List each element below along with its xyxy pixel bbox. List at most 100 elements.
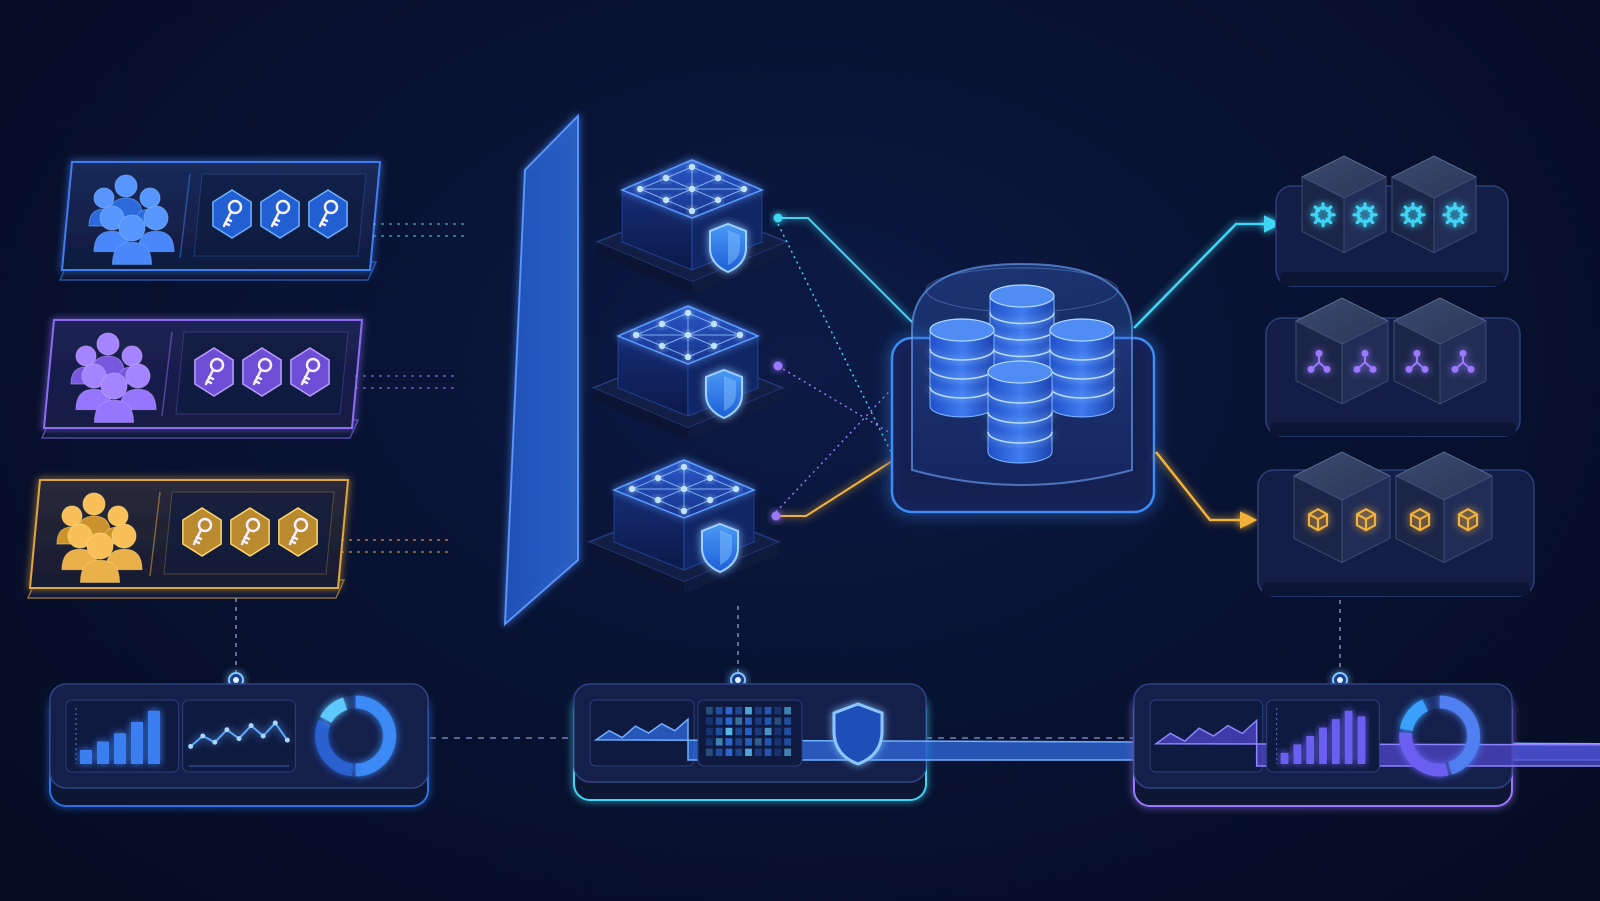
monitoring-panel-3 — [1133, 683, 1600, 807]
package-icon — [1307, 508, 1329, 532]
person-body — [79, 559, 121, 583]
share-nodes-icon — [1405, 349, 1429, 373]
heatmap-cell — [715, 717, 723, 725]
heatmap-cell — [754, 717, 762, 725]
heatmap-cell — [754, 707, 762, 715]
heatmap-cell — [784, 748, 791, 756]
key-icon — [290, 347, 330, 397]
heatmap-cell — [706, 717, 713, 725]
heatmap-cell — [715, 748, 723, 756]
gateway-to-node-flows — [525, 203, 616, 525]
bar-mark — [1306, 736, 1315, 764]
key-badge — [308, 189, 348, 239]
service-cube — [1292, 451, 1392, 564]
key-badge — [182, 507, 222, 557]
service-cube — [1294, 297, 1390, 405]
person-head — [139, 187, 161, 209]
key-icon — [242, 347, 282, 397]
bar-mark — [114, 733, 126, 764]
heatmap-cell — [774, 738, 782, 746]
heatmap-cell — [735, 727, 743, 736]
key-badge — [194, 347, 234, 397]
security-node-1 — [595, 159, 789, 294]
database-to-service-arrow — [1155, 451, 1258, 529]
key-icon — [278, 507, 318, 557]
person-head — [114, 174, 138, 198]
network-mesh-icon — [632, 309, 744, 361]
heatmap-cell — [715, 707, 723, 715]
person-head — [143, 205, 169, 231]
heatmap-cell — [725, 707, 733, 715]
database-cluster — [890, 262, 1156, 514]
heatmap-cell — [745, 748, 752, 756]
heatmap-cell — [706, 707, 713, 715]
database-cylinder — [929, 318, 995, 418]
heatmap-cell — [784, 738, 791, 746]
key-badge — [242, 347, 282, 397]
person-body — [93, 399, 135, 423]
connector-dot — [773, 213, 783, 223]
service-cube — [1300, 155, 1388, 254]
key-icon — [230, 507, 270, 557]
user-group-icon — [88, 174, 175, 265]
key-icon — [182, 507, 222, 557]
gear-icon — [1442, 202, 1468, 228]
security-node-3 — [587, 459, 781, 594]
heatmap-cell — [745, 738, 752, 746]
donut-segment — [1399, 695, 1481, 777]
heatmap-cell — [784, 717, 791, 725]
heatmap-cell — [745, 717, 752, 725]
key-badge — [278, 507, 318, 557]
database-to-service-arrow — [1133, 215, 1282, 329]
person-head — [107, 505, 129, 527]
heatmap-cell — [725, 748, 733, 756]
heatmap-cell — [754, 727, 762, 736]
key-icon — [260, 189, 300, 239]
heatmap-cell — [774, 707, 782, 715]
person-head — [125, 363, 151, 389]
gear-icon — [1310, 202, 1336, 228]
bar-mark — [131, 722, 143, 764]
database-cylinder — [1049, 318, 1115, 418]
bar-mark — [80, 750, 92, 764]
network-mesh-icon — [628, 463, 740, 515]
service-cube — [1392, 297, 1488, 405]
donut-chart-icon — [1399, 695, 1481, 777]
heatmap-cell — [764, 738, 772, 746]
user-group-icon — [56, 492, 143, 583]
gear-icon — [1400, 202, 1426, 228]
connector-line — [777, 223, 901, 471]
heatmap-cell — [745, 727, 752, 736]
tenant-panels — [26, 161, 382, 599]
heatmap-cell — [735, 707, 743, 715]
connector-dot — [773, 361, 783, 371]
bar-mark — [1331, 719, 1340, 764]
bar-mark — [1280, 752, 1289, 764]
share-nodes-icon — [1451, 349, 1475, 373]
person-head — [111, 523, 137, 549]
security-node-2 — [591, 305, 785, 440]
shield-shape — [832, 702, 884, 766]
service-panels — [1257, 155, 1535, 597]
tenant-violet-panel — [40, 319, 364, 439]
package-icon — [1355, 508, 1377, 532]
key-icon — [212, 189, 252, 239]
user-group-icon — [70, 332, 157, 423]
service-panel-1 — [1275, 155, 1509, 287]
heatmap-cell — [745, 707, 752, 715]
bar-mark — [148, 710, 160, 764]
person-head — [61, 505, 83, 527]
person-head — [121, 345, 143, 367]
key-badge — [230, 507, 270, 557]
heatmap-cell — [706, 727, 713, 736]
service-cube — [1390, 155, 1478, 254]
heatmap-cell — [784, 707, 791, 715]
heatmap-cell — [774, 748, 782, 756]
key-badge — [290, 347, 330, 397]
key-icon — [308, 189, 348, 239]
connector-line — [776, 455, 901, 517]
person-head — [118, 214, 146, 242]
monitoring-panel-1 — [49, 683, 429, 807]
heatmap-cell — [715, 727, 723, 736]
security-nodes — [587, 159, 789, 594]
